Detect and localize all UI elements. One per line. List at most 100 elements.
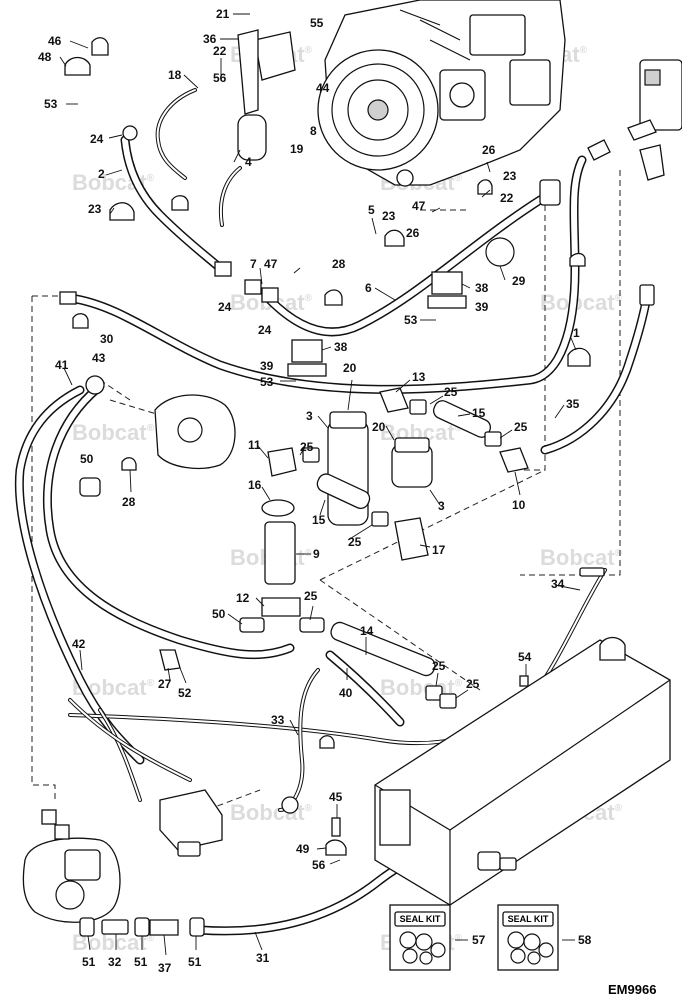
callout-5: 5 <box>368 203 375 217</box>
callout-53: 53 <box>44 97 58 111</box>
callout-labels: 21 46 36 55 48 22 18 56 44 53 24 8 19 2 … <box>38 7 592 975</box>
callout-38: 38 <box>475 281 489 295</box>
callout-4: 4 <box>245 155 252 169</box>
callout-17: 17 <box>432 543 446 557</box>
callout-34: 34 <box>551 577 565 591</box>
callout-15: 15 <box>472 406 486 420</box>
engine-block <box>317 0 566 187</box>
callout-36: 36 <box>203 32 217 46</box>
tee-12 <box>261 597 301 617</box>
callout-33: 33 <box>271 713 285 727</box>
callout-25: 25 <box>304 589 318 603</box>
callout-38: 38 <box>334 340 348 354</box>
sleeve-9 <box>264 521 296 585</box>
watermark-registered-mark: ® <box>615 803 623 814</box>
adapter-32 <box>101 919 129 935</box>
callout-23: 23 <box>382 209 396 223</box>
callout-32: 32 <box>108 955 122 969</box>
watermark: Bobcat® <box>72 420 155 445</box>
callout-43: 43 <box>92 351 106 365</box>
pump-43 <box>154 394 236 470</box>
svg-text:SEAL KIT: SEAL KIT <box>508 914 549 924</box>
callout-7: 7 <box>250 257 257 271</box>
callout-10: 10 <box>512 498 526 512</box>
components <box>22 29 671 937</box>
callout-55: 55 <box>310 16 324 30</box>
bracket-38a <box>431 271 463 295</box>
watermark: Bobcat® <box>230 800 313 825</box>
callout-13: 13 <box>412 370 426 384</box>
callout-18: 18 <box>168 68 182 82</box>
watermark-registered-mark: ® <box>305 293 313 304</box>
callout-39: 39 <box>475 300 489 314</box>
tube-14 <box>330 621 436 677</box>
callout-35: 35 <box>566 397 580 411</box>
callout-24: 24 <box>218 300 232 314</box>
callout-8: 8 <box>310 124 317 138</box>
watermark-registered-mark: ® <box>580 45 588 56</box>
assembly-dashed-lines <box>31 170 621 821</box>
svg-text:SEAL KIT: SEAL KIT <box>400 914 441 924</box>
callout-23: 23 <box>503 169 517 183</box>
callout-41: 41 <box>55 358 69 372</box>
watermark-registered-mark: ® <box>305 548 313 559</box>
watermark-registered-mark: ® <box>147 678 155 689</box>
callout-19: 19 <box>290 142 304 156</box>
callout-52: 52 <box>178 686 192 700</box>
clamp-1 <box>567 347 591 367</box>
callout-47: 47 <box>264 257 278 271</box>
watermark-registered-mark: ® <box>455 173 463 184</box>
tee-37 <box>149 919 179 936</box>
callout-28: 28 <box>332 257 346 271</box>
callout-12: 12 <box>236 591 250 605</box>
watermark-registered-mark: ® <box>455 423 463 434</box>
callout-51: 51 <box>188 955 202 969</box>
svg-text:Bobcat®: Bobcat® <box>230 800 313 825</box>
callout-25: 25 <box>432 659 446 673</box>
callout-40: 40 <box>339 686 353 700</box>
callout-24: 24 <box>258 323 272 337</box>
valve-block <box>159 789 223 851</box>
callout-6: 6 <box>365 281 372 295</box>
watermark-registered-mark: ® <box>147 173 155 184</box>
callout-22: 22 <box>500 191 514 205</box>
callout-25: 25 <box>514 420 528 434</box>
callout-39: 39 <box>260 359 274 373</box>
callout-28: 28 <box>122 495 136 509</box>
watermark-registered-mark: ® <box>455 678 463 689</box>
seal-16 <box>261 499 295 517</box>
watermark-registered-mark: ® <box>147 423 155 434</box>
bracket-38b <box>291 339 323 363</box>
callout-46: 46 <box>48 34 62 48</box>
callout-2: 2 <box>98 167 105 181</box>
watermark-registered-mark: ® <box>455 933 463 944</box>
callout-25: 25 <box>466 677 480 691</box>
watermark-registered-mark: ® <box>615 293 623 304</box>
filter-3a <box>327 419 369 526</box>
callout-53: 53 <box>404 313 418 327</box>
callout-50: 50 <box>212 607 226 621</box>
callout-15: 15 <box>312 513 326 527</box>
clamp-29 <box>485 237 515 267</box>
callout-56: 56 <box>213 71 227 85</box>
callout-9: 9 <box>313 547 320 561</box>
hydraulic-tank <box>374 639 671 906</box>
callout-3: 3 <box>306 409 313 423</box>
callout-49: 49 <box>296 842 310 856</box>
callout-29: 29 <box>512 274 526 288</box>
seal-kit-57: SEAL KIT <box>389 904 451 971</box>
callout-25: 25 <box>300 440 314 454</box>
callout-51: 51 <box>134 955 148 969</box>
leader-lines <box>59 13 581 956</box>
callout-51: 51 <box>82 955 96 969</box>
callout-25: 25 <box>348 535 362 549</box>
callout-24: 24 <box>90 132 104 146</box>
callout-56: 56 <box>312 858 326 872</box>
callout-31: 31 <box>256 951 270 965</box>
callout-16: 16 <box>248 478 262 492</box>
bracket-55 <box>254 31 296 81</box>
callout-58: 58 <box>578 933 592 947</box>
svg-text:Bobcat®: Bobcat® <box>72 420 155 445</box>
callout-48: 48 <box>38 50 52 64</box>
callout-37: 37 <box>158 961 172 975</box>
